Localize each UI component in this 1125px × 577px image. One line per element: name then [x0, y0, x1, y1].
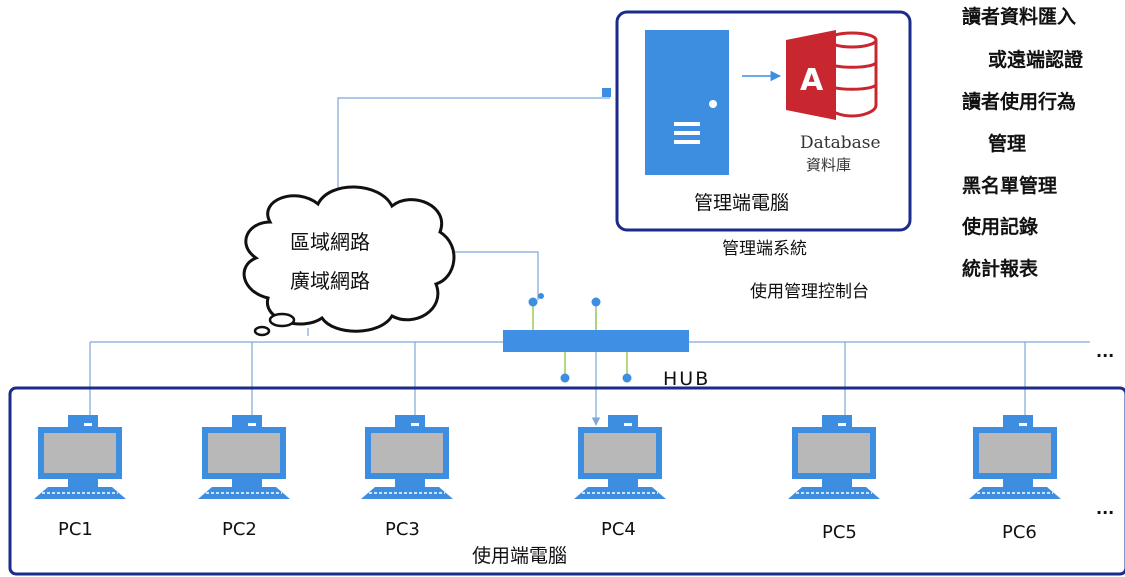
- db-letter: A: [800, 63, 824, 98]
- cloud-label-lan: 區域網路: [290, 230, 370, 254]
- feature-item: 使用記錄: [961, 215, 1038, 238]
- pc-label: PC1: [58, 519, 93, 540]
- pc5: PC5: [787, 414, 881, 543]
- pc2: PC2: [197, 414, 291, 540]
- pc4: PC4: [573, 414, 667, 540]
- feature-item: 統計報表: [962, 257, 1039, 280]
- db-label: Database: [800, 133, 881, 153]
- feature-item: 黑名單管理: [962, 174, 1057, 197]
- cloud-icon: [242, 185, 456, 337]
- client-group-label: 使用端電腦: [472, 545, 567, 567]
- feature-item: 讀者資料匯入: [962, 5, 1076, 28]
- cloud-to-hub-line: [452, 251, 539, 300]
- server-system-label: 管理端系統: [722, 239, 807, 259]
- pc-label: PC5: [822, 522, 857, 543]
- desktop-computer-icon: [360, 414, 454, 500]
- hub-port-dot: [591, 297, 601, 307]
- hub-port-dot: [528, 297, 538, 307]
- cloud-label-wan: 廣域網路: [290, 269, 370, 293]
- pc6: PC6: [968, 414, 1062, 543]
- pc1: PC1: [33, 414, 127, 540]
- desktop-computer-icon: [968, 414, 1062, 500]
- hub-label: HUB: [663, 368, 710, 390]
- feature-item: 或遠端認證: [988, 48, 1084, 71]
- network-lines: [85, 88, 1090, 426]
- desktop-computer-icon: [787, 414, 881, 500]
- desktop-computer-icon: [197, 414, 291, 500]
- pc-label: PC2: [222, 519, 257, 540]
- server-port-icon: [602, 88, 611, 97]
- access-database-icon: A: [786, 30, 878, 120]
- db-label-zh: 資料庫: [806, 156, 851, 174]
- hub-port-dot: [538, 293, 544, 299]
- hub-device: [503, 330, 689, 352]
- lan-ellipsis: ...: [1096, 342, 1114, 361]
- server-caption: 管理端電腦: [694, 192, 789, 214]
- desktop-computer-icon: [573, 414, 667, 500]
- pc3: PC3: [360, 414, 454, 540]
- hub-port-dot: [560, 373, 570, 383]
- hub-port-dot: [622, 373, 632, 383]
- server-box: [615, 10, 912, 232]
- pc-label: PC3: [385, 519, 420, 540]
- console-label: 使用管理控制台: [750, 281, 869, 302]
- pc-label: PC4: [601, 519, 636, 540]
- feature-item: 管理: [988, 132, 1026, 155]
- desktop-computer-icon: [33, 414, 127, 500]
- server-icon: [645, 30, 729, 175]
- feature-item: 讀者使用行為: [962, 90, 1076, 113]
- wan-to-server-line: [337, 97, 610, 215]
- pc-label: PC6: [1002, 522, 1037, 543]
- client-box: [8, 386, 1125, 576]
- feature-list: 讀者資料匯入 或遠端認證 讀者使用行為 管理 黑名單管理 使用記錄 統計報表: [961, 5, 1084, 280]
- client-ellipsis: ...: [1096, 499, 1114, 518]
